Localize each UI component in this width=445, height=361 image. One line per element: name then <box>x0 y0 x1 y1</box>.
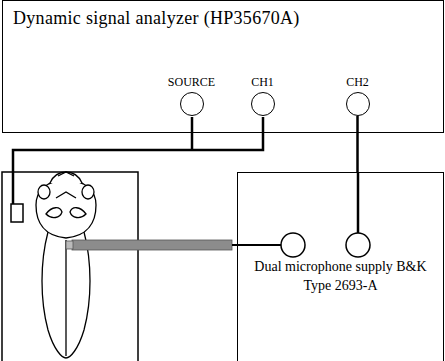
output-socket <box>346 233 370 257</box>
source-wire <box>191 117 194 150</box>
tymbal <box>70 208 86 218</box>
cicada-wings <box>42 232 90 358</box>
tymbal <box>46 208 62 218</box>
microphone-cable <box>232 244 281 246</box>
signal-wire <box>13 117 263 206</box>
source-port: SOURCE <box>157 75 227 116</box>
cicada <box>36 172 96 358</box>
port-label: SOURCE <box>157 75 227 89</box>
supply-box: Dual microphone supply B&K Type 2693-A <box>237 172 444 361</box>
microphone-tip <box>66 241 73 249</box>
cicada-thorax <box>36 180 96 238</box>
specimen-box <box>2 172 138 361</box>
input-port: CH2 <box>323 75 393 116</box>
cicada-eye <box>38 185 50 199</box>
signal-wire <box>356 116 359 172</box>
ch2-wire <box>357 172 360 233</box>
port-label: CH2 <box>323 75 393 89</box>
electrode <box>11 204 23 222</box>
port-socket <box>346 92 370 116</box>
probe-microphone <box>72 240 232 250</box>
input-port: CH1 <box>228 75 298 116</box>
port-socket <box>180 92 204 116</box>
cicada-head <box>50 172 82 183</box>
port-label: CH1 <box>228 75 298 89</box>
input-socket <box>281 233 305 257</box>
analyzer-box: Dynamic signal analyzer (HP35670A) SOURCE… <box>2 0 444 133</box>
device-title: Dynamic signal analyzer (HP35670A) <box>13 8 300 29</box>
port-socket <box>251 92 275 116</box>
cicada-eye <box>82 185 94 199</box>
device-label: Dual microphone supply B&K Type 2693-A <box>242 257 439 295</box>
